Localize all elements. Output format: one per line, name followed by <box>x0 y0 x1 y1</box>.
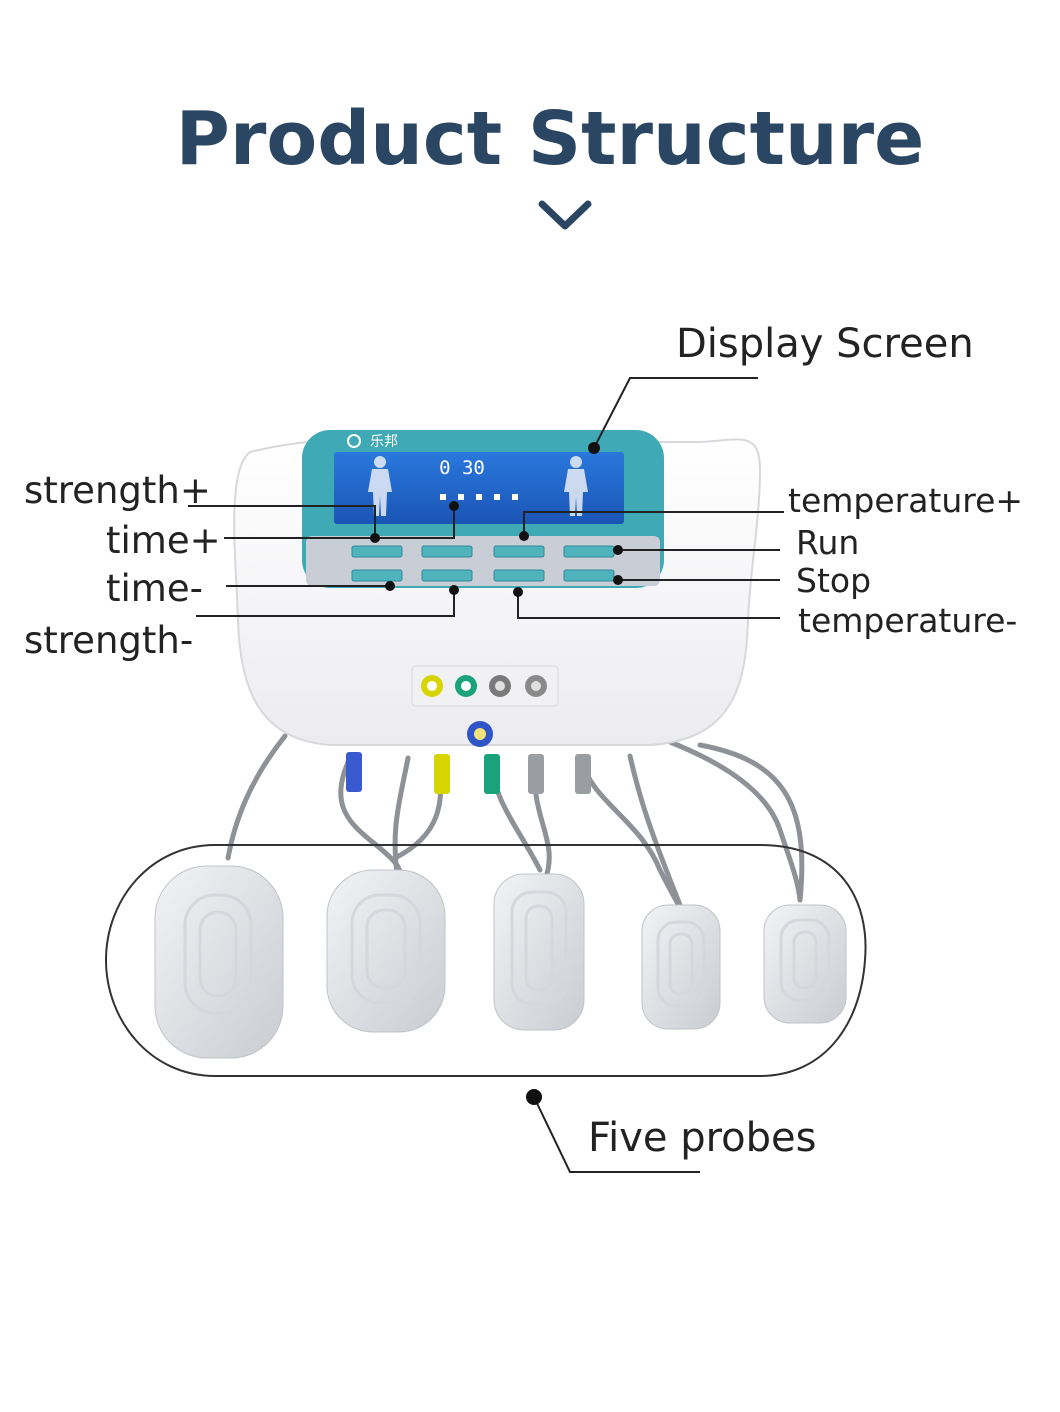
label-time-minus: time- <box>106 567 203 610</box>
probe-3 <box>493 873 585 1031</box>
time-plus-button[interactable] <box>421 545 473 558</box>
probe-1 <box>154 865 284 1059</box>
brand-logo-mark <box>347 434 361 448</box>
leader-strength-plus <box>188 505 376 538</box>
leader-time-plus <box>224 506 455 539</box>
strength-plus-button[interactable] <box>351 545 403 558</box>
label-time-plus: time+ <box>106 519 221 562</box>
label-strength-plus: strength+ <box>24 469 211 512</box>
probe-5 <box>763 904 847 1024</box>
panel-buttons <box>351 545 615 582</box>
leader-five-probes <box>533 1096 700 1173</box>
label-display-screen: Display Screen <box>676 321 974 367</box>
probe-cables <box>225 733 805 915</box>
leader-display-screen <box>593 377 758 449</box>
label-strength-minus: strength- <box>24 619 194 662</box>
leader-temperature-minus <box>517 592 780 619</box>
page-title: Product Structure <box>175 96 925 182</box>
run-button[interactable] <box>563 545 615 558</box>
probes <box>154 865 847 1059</box>
leader-dots <box>370 442 623 1105</box>
time-minus-button[interactable] <box>421 569 473 582</box>
output-ports <box>411 665 559 747</box>
label-run: Run <box>796 523 860 562</box>
label-temperature-plus: temperature+ <box>788 481 1024 520</box>
probe-4 <box>641 904 721 1030</box>
screen-timer: 0 30 <box>439 457 485 479</box>
label-temperature-minus: temperature- <box>798 601 1018 640</box>
probes-enclosure <box>104 844 867 1077</box>
display-screen <box>334 452 624 524</box>
stop-button[interactable] <box>563 569 615 582</box>
label-stop: Stop <box>796 561 872 600</box>
label-five-probes: Five probes <box>588 1115 817 1161</box>
leader-temperature-plus <box>523 511 784 536</box>
temperature-minus-button[interactable] <box>493 569 545 582</box>
brand-logo: 乐邦 <box>370 434 398 450</box>
strength-minus-button[interactable] <box>351 569 403 582</box>
leader-strength-minus <box>196 590 455 617</box>
temperature-plus-button[interactable] <box>493 545 545 558</box>
probe-2 <box>326 869 446 1033</box>
leader-lines <box>188 377 784 1173</box>
cable-connectors <box>346 752 591 794</box>
chevron-down-icon <box>538 200 592 230</box>
